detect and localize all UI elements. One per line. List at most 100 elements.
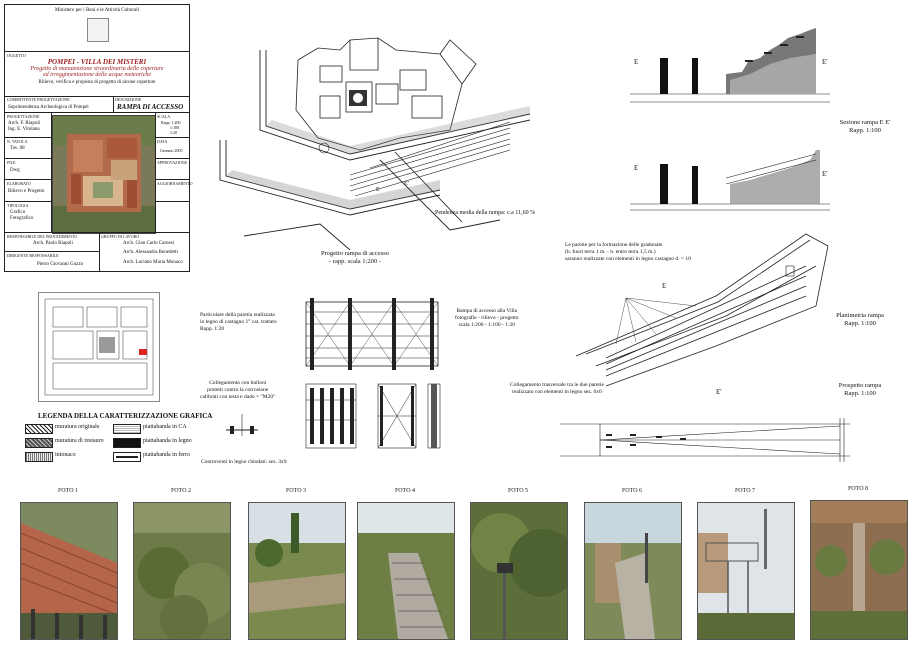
ministry-header: Ministero per i Beni e le Attività Cultu…	[5, 5, 189, 51]
svg-text:E: E	[634, 164, 638, 172]
controventi-note: Controventi in legno chiodati: sez. 3x9	[201, 459, 287, 465]
project-line-1: Progetto di manutenzione straordinaria d…	[30, 66, 164, 72]
svg-text:E': E'	[822, 170, 828, 178]
photo-label-1: FOTO 1	[57, 488, 79, 494]
gruppo-2: Arch. Alessandra Benedetti	[123, 250, 178, 255]
section-ee-caption: Sezione rampa E E' Rapp. 1:100	[825, 119, 905, 134]
planimetria-scale: Rapp. 1:100	[844, 319, 876, 327]
bulloni-note: Collegamento con bulloni protetti contro…	[200, 380, 275, 401]
aggiornamento-label: AGGIORNAMENTO	[157, 181, 193, 186]
photo-label-8: FOTO 8	[847, 486, 869, 492]
rampa-note: Rampa di accesso alla Villa fotografie -…	[455, 308, 519, 329]
responsabile: Arch. Paolo Riapoli	[33, 241, 73, 246]
tipologia-1: Grafico	[10, 210, 26, 215]
progettista-1: Arch. F. Riapoli	[8, 121, 41, 126]
photo-label-4: FOTO 4	[394, 488, 416, 494]
file: Dwg	[10, 168, 20, 173]
scala-2: 1:100	[170, 125, 180, 130]
file-label: FILE	[7, 160, 16, 165]
legend-swatch-muratura-originale	[25, 424, 53, 434]
legend-swatch-muratura-restauro	[25, 438, 53, 448]
legend-title: LEGENDA DELLA CARATTERIZZAZIONE GRAFICA	[38, 412, 213, 420]
data-label: DATA	[157, 139, 168, 144]
aerial-photo	[52, 115, 156, 234]
gruppo-1: Arch. Gian Carlo Carnesi	[123, 241, 175, 246]
svg-text:E': E'	[404, 181, 409, 187]
particolare-note: Particolare della paretia realizzata in …	[200, 312, 277, 333]
descrizione-label: DESCRIZIONE	[115, 97, 142, 102]
particolare-1: Particolare della paretia realizzata	[200, 312, 275, 318]
paretia-detail-drawing	[300, 296, 444, 372]
key-plan-map	[38, 292, 160, 402]
photo-label-3: FOTO 3	[285, 488, 307, 494]
photo-8	[810, 500, 908, 640]
dirigente: Pietro Giovanni Guzzo	[37, 262, 84, 267]
legend-label-piattabanda-legno: piattabanda in legno	[143, 438, 192, 444]
paretia-section-drawing	[300, 378, 460, 456]
particolare-2: in legno di castagno 1° cat. trattato	[200, 319, 277, 325]
scala-3: 1:20	[170, 130, 178, 135]
pareti-note-1: Le paretie per la formazione delle grado…	[565, 242, 663, 248]
site-plan-drawing: E E'	[200, 10, 530, 250]
section-ee-drawing-2: E E'	[630, 140, 830, 220]
pareti-note-2: (h. fuori terra 1 m. - h. entro terra 1,…	[565, 249, 656, 255]
photo-label-6: FOTO 6	[621, 488, 643, 494]
elaborato: Rilievo e Progetto	[8, 189, 45, 194]
approvazione-label: APPROVAZIONE	[157, 160, 188, 165]
photo-3	[248, 502, 346, 640]
responsabile-label: RESPONSABILE DEL PROCEDIMENTO	[7, 234, 78, 239]
legend-swatch-piattabanda-ca	[113, 424, 141, 434]
svg-text:E: E	[634, 58, 638, 66]
project-line-2: ed irreggimentazione delle acque meteori…	[42, 72, 152, 78]
legend-label-intonaco: intonaco	[55, 452, 76, 458]
plan-caption-title: Progetto rampa di accesso	[320, 250, 390, 257]
bulloni-note-2: protetti contro la corrosione	[207, 387, 269, 393]
legend: muratura originale piattabanda in CA mur…	[25, 424, 195, 466]
plan-caption: Progetto rampa di accesso - rapp. scala …	[300, 250, 410, 265]
descrizione: RAMPA DI ACCESSO	[117, 103, 184, 111]
photo-5	[470, 502, 568, 640]
trasversale-note-2: realizzato con elementi in legno sez. 6x…	[512, 389, 602, 395]
bulloni-note-1: Collegamento con bulloni	[209, 380, 267, 386]
prospetto-caption: Prospetto rampa Rapp. 1:100	[820, 382, 900, 397]
site-name: POMPEI - VILLA DEI MISTERI	[47, 58, 147, 66]
photo-1	[20, 502, 118, 640]
committente-label: COMMITTENTE PROGETTAZIONE	[7, 97, 70, 102]
ministry-name: Ministero per i Beni e le Attività Cultu…	[54, 8, 139, 13]
oggetto-label: OGGETTO	[7, 53, 26, 58]
pareti-note-3: saranno realizzate con elementi in legno…	[565, 256, 691, 262]
title-block: Ministero per i Beni e le Attività Cultu…	[4, 4, 193, 272]
rampa-note-2: fotografie - rilievo - progetto	[455, 315, 519, 321]
legend-label-piattabanda-ferro: piattabanda in ferro	[143, 452, 190, 458]
rampa-note-3: scala 1:200 - 1:100 - 1:20	[458, 322, 515, 328]
plan-caption-scale: - rapp. scala 1:200 -	[329, 257, 381, 265]
dirigente-label: DIRIGENTE RESPONSABILE	[7, 253, 59, 258]
photo-label-2: FOTO 2	[170, 488, 192, 494]
trasversale-note: Collegamento trasversale tra le due pare…	[510, 382, 604, 396]
tipologia-2: Fotografico	[10, 216, 34, 221]
data: Gennaio 2005	[160, 148, 183, 153]
legend-swatch-piattabanda-legno	[113, 438, 141, 448]
photo-label-7: FOTO 7	[734, 488, 756, 494]
photo-2	[133, 502, 231, 640]
legend-swatch-piattabanda-ferro	[113, 452, 141, 462]
rampa-note-1: Rampa di accesso alla Villa	[456, 308, 518, 314]
legend-label-muratura-restauro: muratura di restauro	[55, 438, 104, 444]
progettista-2: Ing. E. Vitolano	[8, 127, 40, 132]
legend-label-piattabanda-ca: piattabanda in CA	[143, 424, 187, 430]
progettazione-label: PROGETTAZIONE	[7, 114, 40, 119]
prospetto-drawing	[560, 412, 860, 468]
planimetria-drawing: E E'	[566, 226, 830, 396]
prospetto-title: Prospetto rampa	[838, 382, 882, 389]
bulloni-note-3: calibrati con testa e dado = "M20"	[200, 394, 276, 400]
svg-text:E': E'	[822, 58, 828, 66]
legend-swatch-intonaco	[25, 452, 53, 462]
project-title: POMPEI - VILLA DEI MISTERI Progetto di m…	[5, 58, 189, 85]
photo-6	[584, 502, 682, 640]
gruppo-label: GRUPPO DI LAVORO	[101, 234, 140, 239]
photo-label-5: FOTO 5	[507, 488, 529, 494]
tavola-label: N. TAVOLA	[7, 139, 28, 144]
planimetria-marker-e2: E'	[716, 388, 722, 396]
bolt-detail-drawing	[222, 410, 262, 440]
gruppo-3: Arch. Luciano Maria Monaco	[123, 260, 183, 265]
